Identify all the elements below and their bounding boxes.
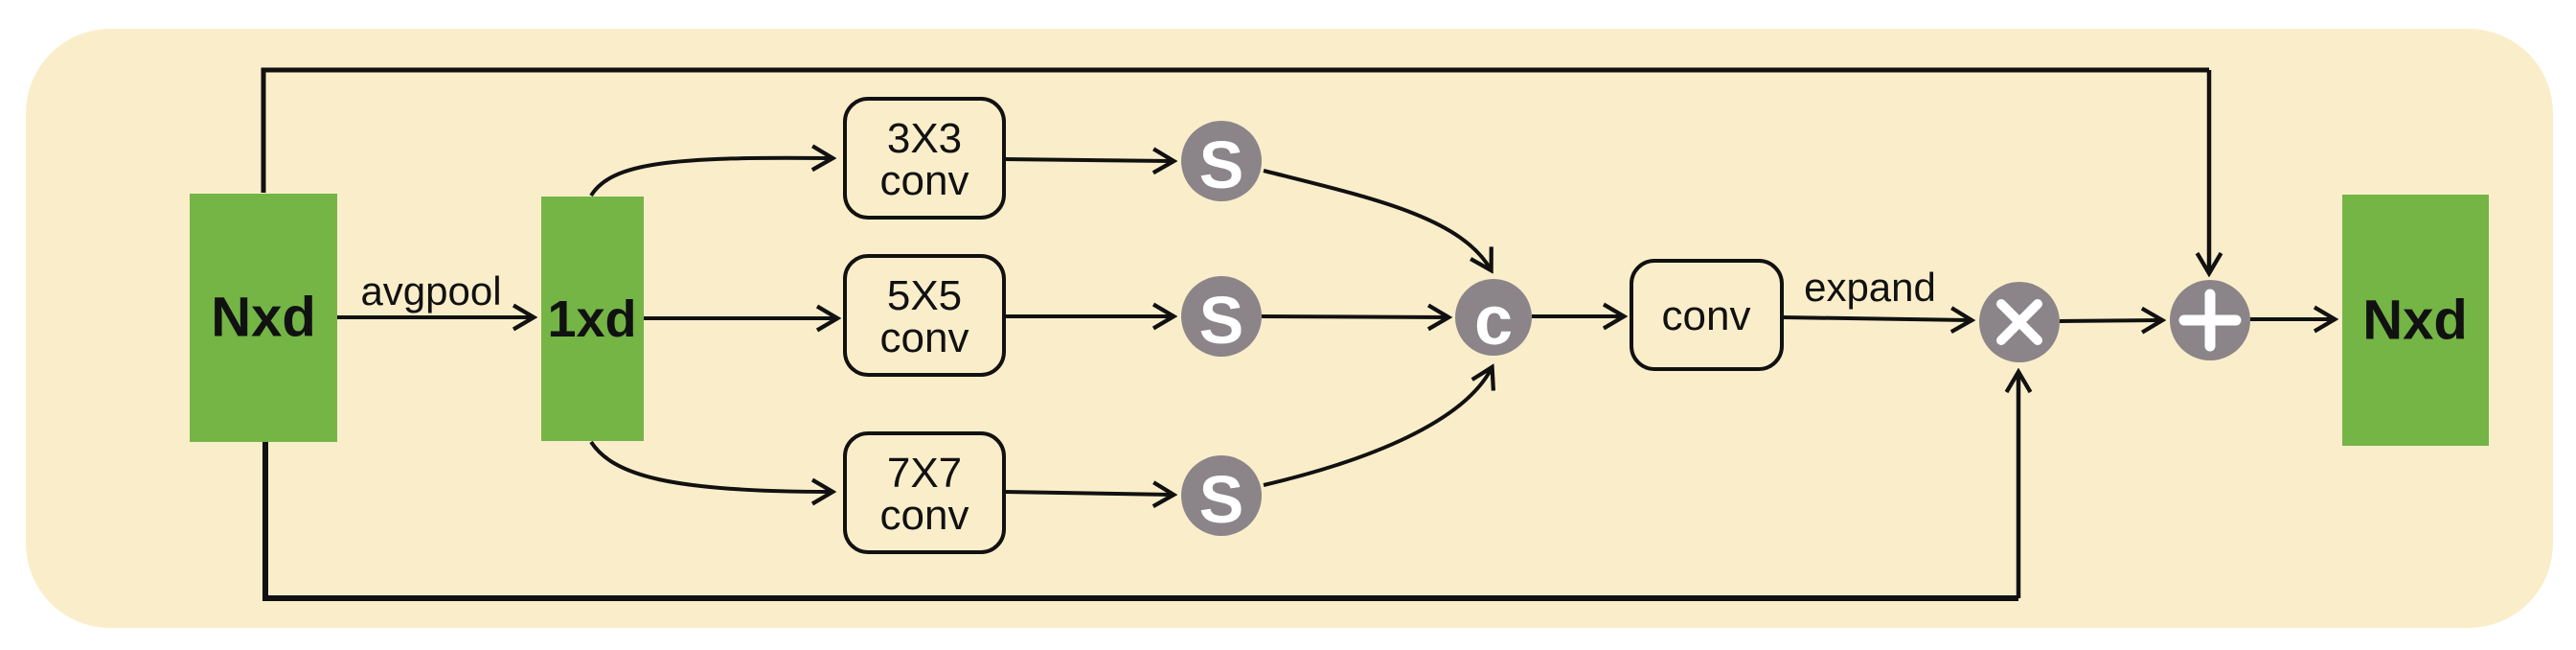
output-tensor-label: Nxd bbox=[2362, 290, 2468, 352]
conv3-op-label: conv bbox=[880, 157, 969, 204]
sigmoid-glyph-branch7: S bbox=[1199, 462, 1244, 537]
conv3-box bbox=[843, 97, 1006, 220]
edge-expand bbox=[1782, 317, 1971, 320]
avgpool-label: avgpool bbox=[360, 268, 501, 313]
conv5-kernel-label: 5X5 bbox=[887, 272, 962, 319]
sigmoid-node-branch7 bbox=[1181, 455, 1262, 536]
edge-sigmoid7-to-concat bbox=[1263, 368, 1492, 487]
conv7-box bbox=[843, 431, 1006, 554]
bottom-skip-line bbox=[262, 442, 2018, 601]
fuse-conv-box bbox=[1630, 259, 1784, 371]
multiply-icon bbox=[1996, 299, 2042, 345]
fuse-conv-label: conv bbox=[1662, 292, 1751, 339]
input-tensor-label: Nxd bbox=[211, 287, 316, 349]
concat-node bbox=[1455, 279, 1532, 356]
edge-multiply-to-add bbox=[2059, 320, 2161, 321]
concat-glyph: c bbox=[1474, 283, 1513, 360]
sigmoid-glyph-branch5: S bbox=[1199, 283, 1244, 358]
sigmoid-node-branch3 bbox=[1181, 121, 1262, 201]
edge-sigmoid5-to-concat bbox=[1261, 316, 1448, 317]
pooled-tensor-block bbox=[541, 197, 644, 441]
top-skip-line bbox=[261, 67, 2209, 193]
conv5-box bbox=[843, 254, 1006, 377]
conv7-op-label: conv bbox=[880, 492, 969, 539]
edge-pool-to-conv3 bbox=[589, 158, 832, 197]
sigmoid-node-branch5 bbox=[1181, 276, 1262, 357]
conv7-kernel-label: 7X7 bbox=[887, 450, 962, 497]
conv3-kernel-label: 3X3 bbox=[887, 115, 962, 162]
plus-icon bbox=[2178, 289, 2242, 352]
expand-label: expand bbox=[1804, 265, 1936, 310]
edge-conv7-to-sigmoid bbox=[1003, 492, 1173, 495]
edge-conv3-to-sigmoid bbox=[1003, 159, 1173, 161]
pooled-tensor-label: 1xd bbox=[547, 290, 636, 348]
edge-pool-to-conv7 bbox=[589, 440, 832, 492]
output-tensor-block bbox=[2342, 195, 2489, 446]
input-tensor-block bbox=[190, 194, 337, 442]
edge-sigmoid3-to-concat bbox=[1263, 169, 1491, 269]
sigmoid-glyph-branch3: S bbox=[1199, 128, 1244, 202]
conv5-op-label: conv bbox=[880, 314, 969, 361]
